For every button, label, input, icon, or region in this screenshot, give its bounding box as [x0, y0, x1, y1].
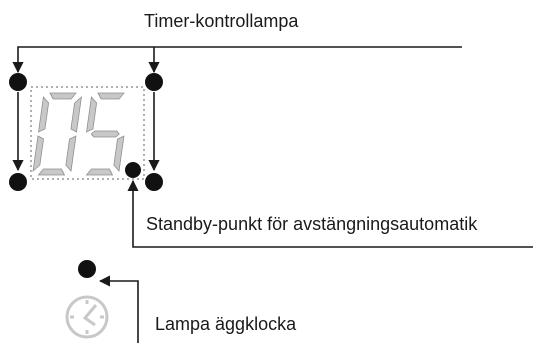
digit-5	[85, 92, 125, 176]
standby-dot	[125, 162, 141, 178]
egg-timer-lamp-dot	[78, 260, 96, 278]
digit-0	[32, 92, 82, 176]
display-frame	[30, 86, 145, 180]
egg-timer-leader	[98, 275, 139, 343]
timer-indicator-dot-bottom-left	[9, 173, 27, 191]
seven-segment-display	[32, 92, 125, 176]
timer-indicator-leader	[12, 46, 462, 172]
egg-timer-lamp-label: Lampa äggklocka	[155, 314, 297, 334]
timer-indicator-label: Timer-kontrollampa	[144, 11, 299, 31]
timer-indicator-dot-bottom-right	[145, 173, 163, 191]
standby-leader	[127, 179, 533, 248]
egg-timer-clock-icon	[65, 295, 109, 339]
standby-dot-label: Standby-punkt för avstängningsautomatik	[146, 214, 478, 234]
timer-indicator-dot-top-left	[9, 73, 27, 91]
timer-indicator-dot-top-right	[145, 73, 163, 91]
